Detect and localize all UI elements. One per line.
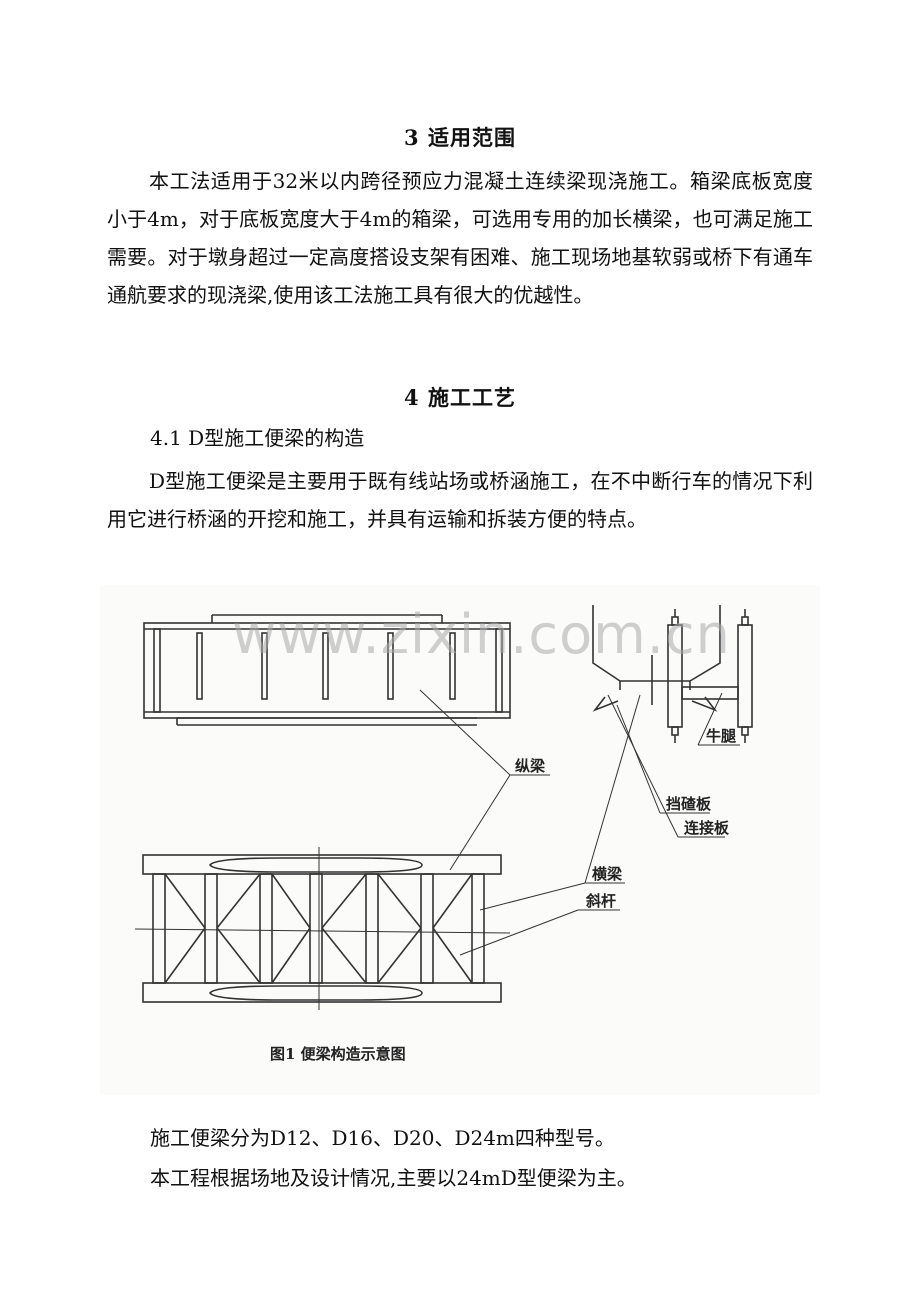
label-ballast-plate: 挡碴板 [666,795,712,813]
label-diagonal-bar: 斜杆 [586,892,617,910]
label-longitudinal-beam: 纵梁 [515,757,546,775]
label-cross-beam: 横梁 [592,865,623,883]
label-connecting-plate: 连接板 [684,819,730,837]
plan-view [134,847,511,1010]
closing-line-1: 施工便梁分为D12、D16、D20、D24m四种型号。 [150,1126,615,1150]
elevation-view [143,614,511,726]
beam-diagram [134,605,753,1010]
figure-caption: 图1 便梁构造示意图 [270,1045,406,1063]
figure-1: 纵梁 牛腿 挡碴板 连接板 横梁 斜杆 [100,585,820,1095]
section-4-paragraph: D型施工便梁是主要用于既有线站场或桥涵施工，在不中断行车的情况下利用它进行桥涵的… [107,469,813,531]
section-4-title: 4 施工工艺 [404,385,516,410]
section-3-paragraph: 本工法适用于32米以内跨径预应力混凝土连续梁现浇施工。箱梁底板宽度小于4m，对于… [107,169,813,307]
closing-line-2: 本工程根据场地及设计情况,主要以24mD型便梁为主。 [150,1166,637,1190]
subsection-4-1-title: 4.1 D型施工便梁的构造 [150,426,365,450]
cross-section-view [592,605,753,743]
leader-lines [419,689,740,956]
section-3-title: 3 适用范围 [404,125,516,150]
label-bracket: 牛腿 [706,727,737,745]
watermark: www.zixin.com.cn [232,603,731,666]
